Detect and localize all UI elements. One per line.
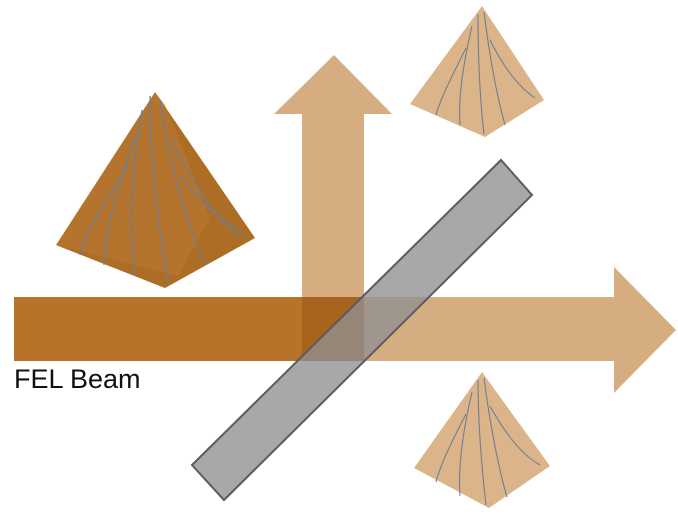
transmitted-profile-icon bbox=[414, 372, 550, 508]
beam-splitter bbox=[190, 158, 534, 502]
reflected-profile-icon bbox=[410, 6, 544, 137]
incoming-beam bbox=[14, 297, 324, 361]
beam-label: FEL Beam bbox=[14, 364, 141, 394]
input-profile-icon bbox=[56, 92, 255, 288]
reflected-beam-arrow bbox=[274, 55, 392, 360]
